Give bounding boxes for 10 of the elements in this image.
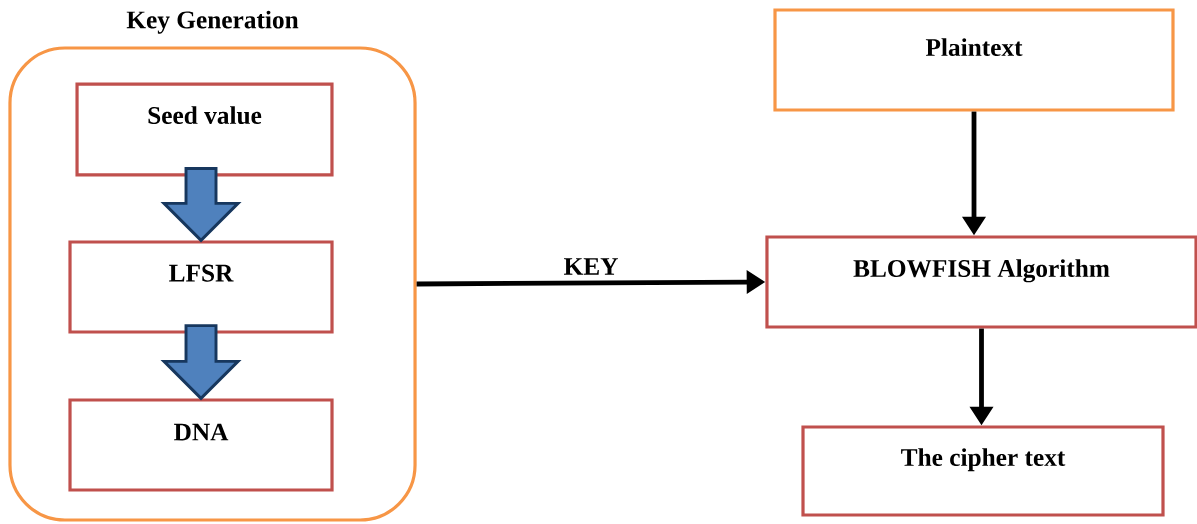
- process-box: Plaintext: [773, 8, 1175, 112]
- block-arrow: [160, 167, 242, 243]
- process-box: LFSR: [68, 240, 334, 334]
- block-arrow: [160, 324, 242, 401]
- process-box: Seed value: [75, 82, 334, 177]
- edge-label: KEY: [562, 256, 620, 277]
- process-box: The cipher text: [801, 425, 1165, 517]
- process-box: BLOWFISH Algorithm: [765, 235, 1197, 329]
- process-box: DNA: [68, 398, 334, 492]
- node-label: Key Generation: [126, 10, 299, 34]
